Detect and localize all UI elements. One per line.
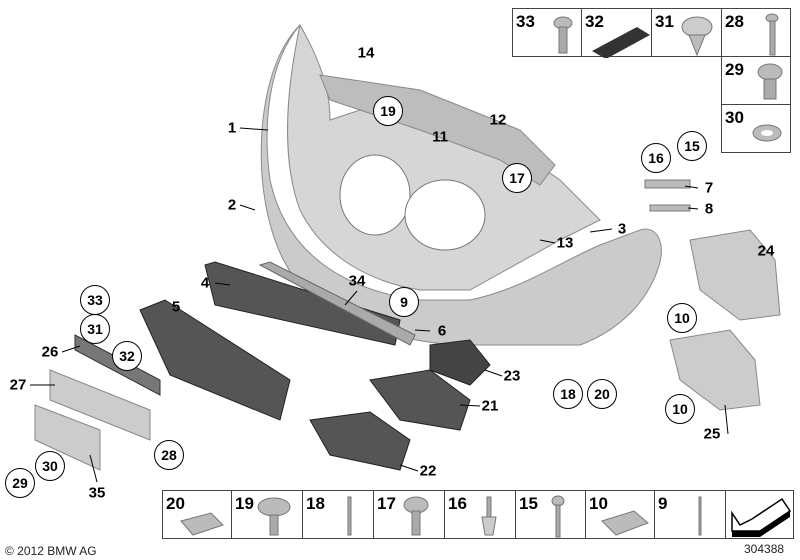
- leader-lines: [30, 127, 729, 483]
- bracket-7-8: [644, 179, 691, 189]
- callout-27: 27: [9, 376, 27, 394]
- part-number: 20: [166, 494, 185, 513]
- part-number: 18: [306, 494, 325, 513]
- callout-33: 33: [80, 285, 110, 315]
- callout-14: 14: [357, 44, 375, 62]
- collar-screw-icon: [257, 497, 291, 536]
- screw-icon: [551, 495, 565, 538]
- plate-holder-27: [49, 369, 151, 441]
- callout-10-upper: 10: [667, 303, 697, 333]
- part-number: 28: [725, 12, 744, 31]
- diagram-number: 304388: [744, 542, 785, 556]
- collar-screw-icon: [403, 496, 429, 536]
- callout-26: 26: [41, 343, 59, 361]
- callout-19: 19: [373, 96, 403, 126]
- callout-28: 28: [154, 440, 184, 470]
- kidney-grille-left: [339, 154, 411, 236]
- callout-20: 20: [587, 379, 617, 409]
- callout-32: 32: [112, 341, 142, 371]
- hardware-cell-16: 16: [444, 490, 516, 539]
- washer-icon: [752, 124, 782, 142]
- lower-grille-5: [139, 299, 291, 421]
- part-cell-33: 33: [512, 8, 582, 57]
- clip-nut-icon: [601, 510, 649, 536]
- kidney-grille-right: [404, 179, 486, 251]
- copyright: © 2012 BMW AG: [5, 544, 97, 558]
- callout-30: 30: [35, 451, 65, 481]
- callout-13: 13: [556, 234, 574, 252]
- callout-3: 3: [617, 220, 627, 238]
- callout-2: 2: [227, 196, 237, 214]
- part-number: 16: [448, 494, 467, 513]
- foam-pad-icon: [592, 27, 650, 58]
- part-number: 32: [585, 12, 604, 31]
- expanding-rivet-icon: [481, 496, 497, 536]
- hardware-cell-17: 17: [373, 490, 445, 539]
- callout-29: 29: [5, 468, 35, 498]
- hardware-cell-19: 19: [231, 490, 303, 539]
- rivet-icon: [347, 496, 352, 536]
- callout-22: 22: [419, 462, 437, 480]
- callout-4: 4: [200, 274, 210, 292]
- callout-21: 21: [481, 397, 499, 415]
- air-duct-25: [669, 329, 761, 411]
- callout-35: 35: [88, 484, 106, 502]
- callout-17: 17: [502, 163, 532, 193]
- bolt-icon: [757, 63, 783, 100]
- callout-12: 12: [489, 111, 507, 129]
- part-cell-31: 31: [651, 8, 722, 57]
- air-duct-24: [689, 229, 781, 321]
- hardware-cell-18: 18: [302, 490, 374, 539]
- part-cell-28: 28: [721, 8, 791, 57]
- callout-7: 7: [704, 179, 714, 197]
- callout-8: 8: [704, 200, 714, 218]
- fog-grille-22: [309, 411, 411, 471]
- part-number: 9: [658, 494, 668, 513]
- callout-23: 23: [503, 367, 521, 385]
- callout-15: 15: [677, 131, 707, 161]
- part-number: 31: [655, 12, 674, 31]
- part-cell-30: 30: [721, 104, 791, 153]
- callout-24: 24: [757, 242, 775, 260]
- part-cell-32: 32: [581, 8, 652, 58]
- callout-25: 25: [703, 425, 721, 443]
- direction-arrow-cell: [725, 490, 794, 539]
- hardware-cell-10: 10: [585, 490, 655, 539]
- part-number: 30: [725, 108, 744, 127]
- cover-23: [429, 339, 491, 386]
- part-number: 10: [589, 494, 608, 513]
- bracket-8: [649, 204, 691, 212]
- clip-icon: [681, 16, 713, 57]
- callout-18: 18: [553, 379, 583, 409]
- fog-grille-21: [369, 369, 471, 431]
- part-number: 33: [516, 12, 535, 31]
- hardware-cell-9: 9: [654, 490, 726, 539]
- rivet-icon: [698, 496, 702, 536]
- part-number: 17: [377, 494, 396, 513]
- callout-34: 34: [348, 272, 366, 290]
- clip-nut-icon: [180, 512, 224, 536]
- hardware-cell-20: 20: [162, 490, 232, 539]
- callout-6: 6: [437, 322, 447, 340]
- part-number: 15: [519, 494, 538, 513]
- part-number: 29: [725, 60, 744, 79]
- bumper-cover: [260, 24, 662, 346]
- hardware-cell-15: 15: [515, 490, 586, 539]
- callout-31: 31: [80, 314, 110, 344]
- part-cell-29: 29: [721, 56, 791, 105]
- plate-bracket-35: [34, 404, 101, 471]
- driving-direction-arrow-icon: [731, 497, 792, 537]
- part-number: 19: [235, 494, 254, 513]
- callout-9: 9: [389, 287, 419, 317]
- callout-16: 16: [641, 143, 671, 173]
- callout-1: 1: [227, 119, 237, 137]
- callout-10-lower: 10: [665, 394, 695, 424]
- screw-icon: [553, 16, 573, 54]
- trim-strip-34: [258, 261, 416, 346]
- callout-5: 5: [171, 298, 181, 316]
- screw-icon: [765, 13, 779, 56]
- callout-11: 11: [432, 128, 448, 146]
